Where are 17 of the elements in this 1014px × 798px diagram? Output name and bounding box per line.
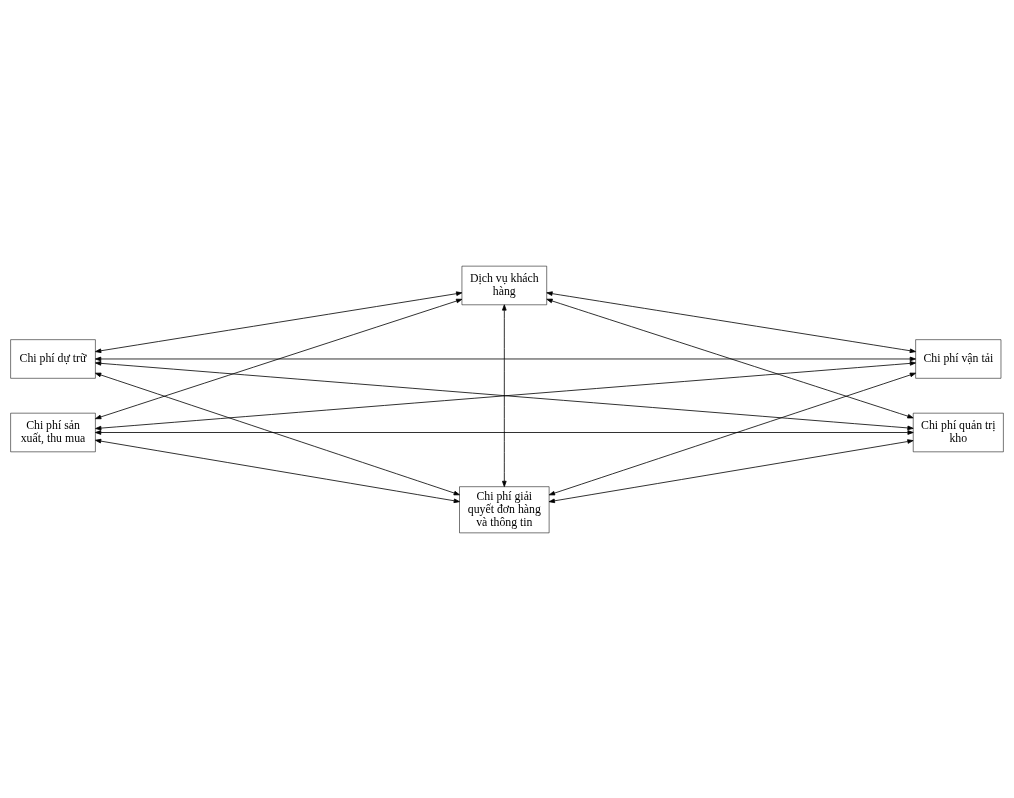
arrow: [95, 290, 463, 353]
node-box: Dịch vụ khách hàng: [461, 265, 547, 305]
arrow: [95, 429, 914, 435]
node-box: Chi phí sản xuất, thu mua: [10, 412, 96, 452]
arrow: [546, 290, 916, 353]
arrow: [502, 303, 507, 487]
arrow: [548, 372, 916, 495]
arrow: [95, 372, 460, 495]
arrow: [546, 298, 914, 418]
node-box: Chi phí quản trị kho: [912, 412, 1004, 452]
node-box: Chi phí dự trữ: [10, 338, 96, 379]
arrow: [95, 438, 460, 503]
arrow: [95, 298, 463, 419]
node-box: Chi phí vận tải: [915, 338, 1002, 379]
node-box: Chi phí giải quyết đơn hàng và thông tin: [459, 485, 550, 533]
arrow: [95, 356, 916, 361]
arrow: [548, 438, 914, 503]
